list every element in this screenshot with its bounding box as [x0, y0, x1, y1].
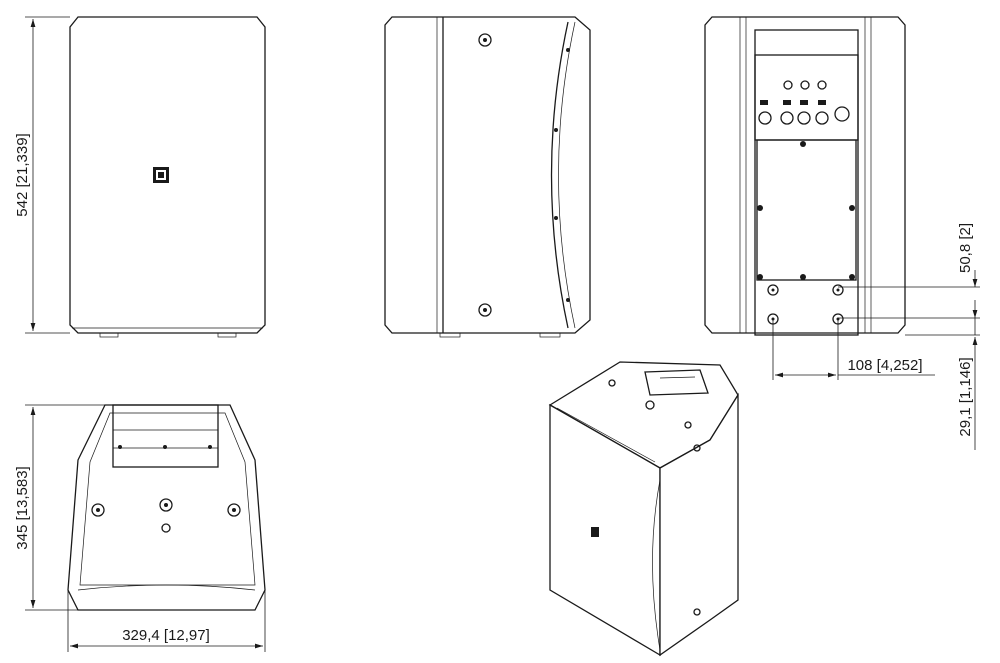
- dimension-rear-hole-vertical: 50,8 [2]: [957, 223, 974, 273]
- logo-icon: [591, 527, 599, 537]
- dimension-front-height: 542 [21,339]: [14, 133, 31, 216]
- logo-icon: [153, 167, 169, 183]
- dimension-rear-hole-bottom-offset: 29,1 [1,146]: [957, 357, 974, 436]
- dimension-top-width: 329,4 [12,97]: [122, 627, 210, 644]
- side-view: [384, 16, 591, 338]
- top-view: 345 [13,583] 329,4 [12,97]: [14, 404, 266, 652]
- connector-panel: [758, 80, 850, 125]
- front-view: 542 [21,339]: [14, 16, 266, 338]
- dimension-rear-hole-horizontal: 108 [4,252]: [847, 357, 922, 374]
- perspective-view: [548, 361, 739, 657]
- rear-view: 50,8 [2] 29,1 [1,146] 108 [4,252]: [704, 16, 980, 450]
- dimension-top-depth: 345 [13,583]: [14, 466, 31, 549]
